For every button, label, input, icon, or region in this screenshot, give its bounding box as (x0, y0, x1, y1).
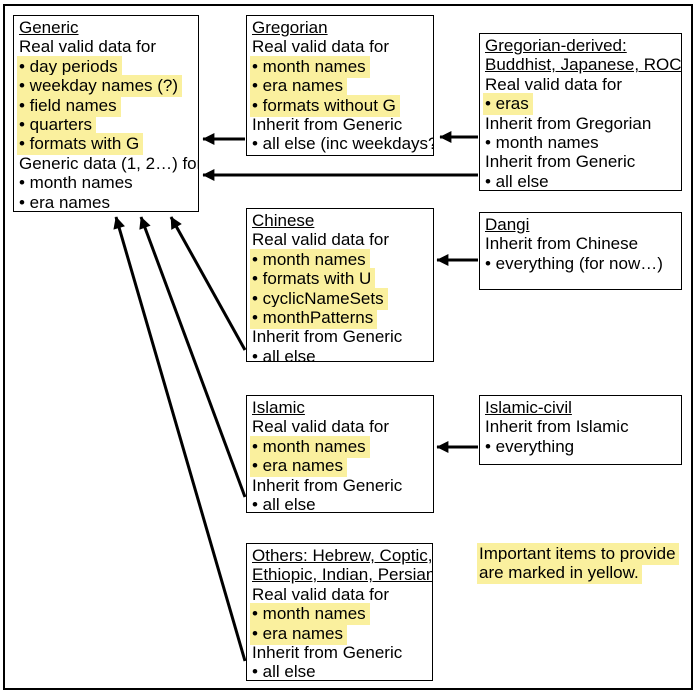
box-chinese: Chinese Real valid data for • month name… (246, 208, 434, 362)
box-line: • month names (19, 173, 133, 193)
box-line: Inherit from Gregorian (485, 113, 652, 133)
box-islamic-civil: Islamic-civil Inherit from Islamic • eve… (479, 395, 682, 465)
box-line: Inherit from Generic (252, 642, 403, 662)
box-line: • field names (17, 94, 198, 117)
box-line: • era names (250, 455, 433, 478)
box-line: Generic data (1, 2…) for (19, 153, 199, 173)
box-line: Inherit from Generic (485, 152, 636, 172)
box-line: • all else (252, 662, 316, 681)
box-line: • all else (252, 346, 316, 362)
box-title: Gregorian-derived: (485, 36, 627, 55)
box-line: • quarters (17, 113, 198, 136)
box-generic: Generic Real valid data for • day period… (13, 15, 199, 212)
box-gregorian: Gregorian Real valid data for • month na… (246, 15, 434, 156)
box-line: Inherit from Chinese (485, 234, 639, 254)
box-line: • month names (250, 603, 432, 626)
box-line: • eras (483, 93, 681, 116)
box-title: Gregorian (252, 18, 328, 37)
box-line: • everything (485, 436, 575, 456)
box-line: Inherit from Generic (252, 114, 403, 134)
box-line: • era names (250, 75, 433, 98)
box-line: Inherit from Generic (252, 327, 403, 347)
box-line: • era names (250, 622, 432, 645)
legend-note: Important items to provide are marked in… (477, 543, 679, 585)
box-line: • formats with G (17, 133, 198, 156)
box-line: • monthPatterns (250, 306, 433, 329)
box-dangi: Dangi Inherit from Chinese • everything … (479, 212, 682, 290)
box-line: Real valid data for (252, 37, 390, 57)
box-title: Dangi (485, 215, 530, 234)
box-line: • all else (485, 171, 549, 191)
box-line: Real valid data for (252, 584, 390, 604)
box-line: • formats with U (250, 268, 433, 291)
box-line: • month names (250, 55, 433, 78)
box-line: Real valid data for (19, 37, 157, 57)
box-line: • month names (485, 132, 599, 152)
box-line: • all else (252, 494, 316, 513)
box-title: Ethiopic, Indian, Persian (252, 565, 433, 585)
box-title: Islamic-civil (485, 398, 572, 417)
box-gregorian-derived: Gregorian-derived: Buddhist, Japanese, R… (479, 33, 682, 191)
box-line: Real valid data for (485, 74, 623, 94)
box-line: • month names (250, 435, 433, 458)
box-line: • month names (250, 248, 433, 271)
box-line: • day periods (17, 55, 198, 78)
box-line: Inherit from Islamic (485, 417, 629, 437)
box-title: Islamic (252, 398, 305, 417)
box-line: Real valid data for (252, 417, 390, 437)
box-title: Others: Hebrew, Coptic, (252, 546, 433, 565)
box-islamic: Islamic Real valid data for • month name… (246, 395, 434, 513)
box-line: • formats without G (250, 94, 433, 117)
outer-frame (3, 4, 693, 690)
box-line: • everything (for now…) (485, 253, 663, 273)
legend-note-line: are marked in yellow. (477, 562, 679, 585)
box-title: Generic (19, 18, 79, 37)
box-title: Chinese (252, 211, 315, 230)
legend-note-line: Important items to provide (477, 543, 679, 565)
box-title: Buddhist, Japanese, ROC (485, 55, 682, 75)
box-line: • era names (19, 192, 110, 212)
box-line: • all else (inc weekdays?) (252, 134, 434, 154)
box-line: • cyclicNameSets (250, 287, 433, 310)
box-line: Inherit from Generic (252, 475, 403, 495)
box-line: Real valid data for (252, 230, 390, 250)
box-others: Others: Hebrew, Coptic, Ethiopic, Indian… (246, 543, 433, 681)
box-line: • weekday names (?) (17, 75, 198, 98)
